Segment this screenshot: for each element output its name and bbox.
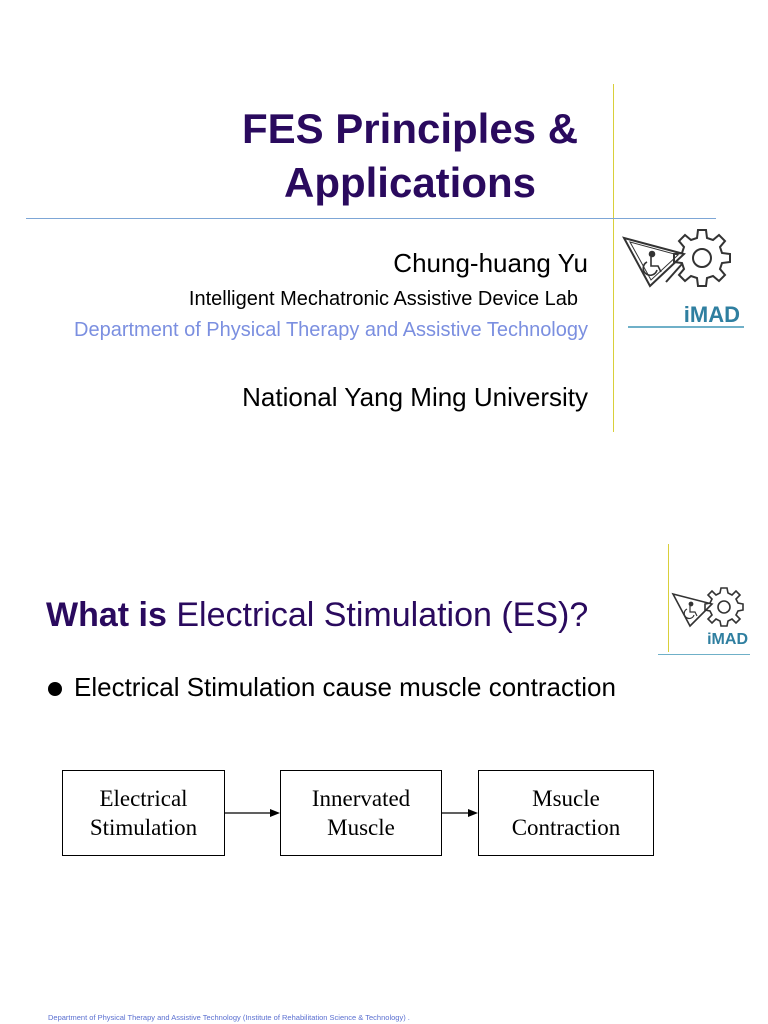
- flow-box-innervated-muscle: Innervated Muscle: [280, 770, 442, 856]
- flow-box-label: Msucle Contraction: [511, 786, 621, 840]
- logo-underline: [628, 326, 744, 328]
- flow-box-electrical-stimulation: Electrical Stimulation: [62, 770, 225, 856]
- title-rest-part: Electrical Stimulation (ES)?: [166, 596, 589, 634]
- gear-icon: [704, 587, 744, 627]
- lab-name: Intelligent Mechatronic Assistive Device…: [188, 288, 578, 310]
- footer-text: Department of Physical Therapy and Assis…: [48, 1013, 410, 1022]
- wheelchair-icon: [642, 250, 662, 276]
- bullet-text: Electrical Stimulation cause muscle cont…: [74, 672, 616, 702]
- university-name: National Yang Ming University: [242, 382, 588, 412]
- slide2-title: What is Electrical Stimulation (ES)?: [46, 596, 588, 635]
- flow-box-label: Electrical Stimulation: [89, 786, 198, 840]
- flow-box-muscle-contraction: Msucle Contraction: [478, 770, 654, 856]
- flow-box-label: Innervated Muscle: [311, 786, 411, 840]
- logo-small-underline: [658, 654, 750, 655]
- vertical-divider-2: [668, 544, 669, 652]
- imad-logo-text: iMAD: [683, 302, 740, 327]
- slide-title: FES Principles & Applications: [210, 102, 610, 210]
- wheelchair-icon: [683, 601, 698, 619]
- imad-logo-small-icon: [671, 587, 744, 628]
- title-bold-part: What is: [46, 596, 167, 634]
- horizontal-divider: [26, 218, 716, 219]
- bullet-item: Electrical Stimulation cause muscle cont…: [48, 672, 616, 703]
- author-name: Chung-huang Yu: [393, 248, 588, 278]
- arrow-right-icon: [442, 809, 478, 817]
- bullet-dot-icon: [48, 681, 62, 696]
- imad-logo-icon: [622, 229, 731, 288]
- imad-logo-small-text: iMAD: [707, 631, 748, 648]
- department-name: Department of Physical Therapy and Assis…: [74, 319, 588, 341]
- title-line-2: Applications: [283, 159, 537, 206]
- gear-icon: [673, 229, 731, 287]
- title-line-1: FES Principles &: [241, 105, 579, 152]
- arrow-right-icon: [225, 809, 280, 817]
- vertical-divider: [613, 84, 614, 432]
